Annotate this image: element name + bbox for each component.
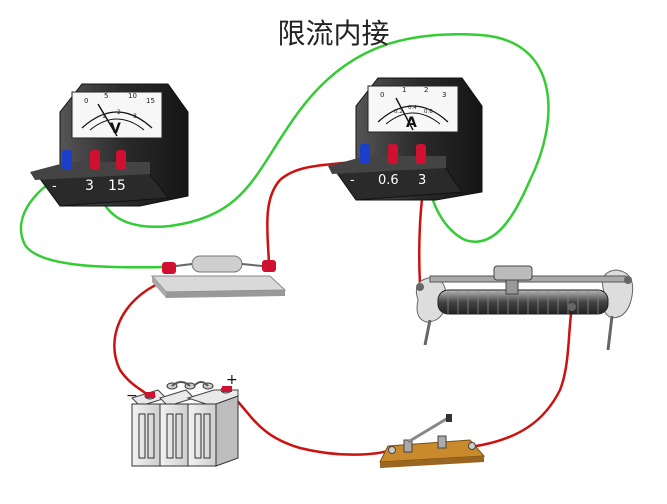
voltmeter-scale-top-3: 15 xyxy=(146,97,155,105)
voltmeter-scale-top-2: 10 xyxy=(128,92,137,100)
ammeter-needle xyxy=(395,97,414,131)
battery: − + xyxy=(126,372,239,467)
voltmeter-terminal-15[interactable] xyxy=(116,150,126,170)
rheostat-slider[interactable] xyxy=(493,265,533,281)
voltmeter-scale-bottom-2: 3 xyxy=(133,113,137,120)
voltmeter-needle xyxy=(97,103,118,137)
battery-terminal-positive[interactable] xyxy=(222,386,232,392)
switch-blade[interactable] xyxy=(407,416,449,444)
switch-terminal-right[interactable] xyxy=(468,442,476,450)
battery-positive-sign: + xyxy=(226,372,238,388)
switch-terminal-left[interactable] xyxy=(388,446,396,454)
resistor-terminal-left[interactable] xyxy=(162,262,176,274)
voltmeter-symbol: V xyxy=(110,121,121,137)
switch-handle[interactable] xyxy=(446,414,452,422)
ammeter-dial xyxy=(367,85,459,133)
ammeter-terminal-negative[interactable] xyxy=(360,144,370,164)
voltmeter: 0 5 10 15 1 2 3 V - 3 15 xyxy=(30,83,189,207)
wire-red-switch-to-rheostat xyxy=(469,306,574,449)
ammeter-scale-bottom-2: 0.6 xyxy=(424,109,433,115)
ammeter-scale-top-3: 3 xyxy=(442,91,446,99)
ammeter-terminal-3[interactable] xyxy=(416,144,426,164)
voltmeter-scale-bottom-1: 2 xyxy=(117,109,121,116)
voltmeter-scale-bottom-0: 1 xyxy=(102,113,106,120)
wire-red-resistor-to-battery xyxy=(113,280,163,399)
battery-terminal-negative[interactable] xyxy=(145,392,155,398)
rheostat-terminal-b[interactable] xyxy=(568,303,576,311)
diagram-title: 限流内接 xyxy=(277,17,390,50)
resistor-terminal-right[interactable] xyxy=(262,260,276,272)
ammeter-scale-top-0: 0 xyxy=(380,91,384,99)
ammeter-label-negative: - xyxy=(350,173,355,188)
battery-cell-3 xyxy=(186,389,239,467)
ammeter-scale-bottom-1: 0.4 xyxy=(408,105,417,111)
voltmeter-dial xyxy=(71,91,163,139)
voltmeter-label-3: 3 xyxy=(85,178,94,194)
rheostat xyxy=(415,265,634,351)
voltmeter-terminal-3[interactable] xyxy=(90,150,100,170)
ammeter-scale-bottom-0: 0.2 xyxy=(394,109,403,115)
battery-cell-2 xyxy=(159,389,195,467)
ammeter-scale-top-1: 1 xyxy=(402,86,406,94)
wire-red-battery-to-switch xyxy=(227,391,393,456)
voltmeter-label-negative: - xyxy=(52,179,57,194)
ammeter-scale-top-2: 2 xyxy=(424,86,428,94)
wire-green-voltmeter-to-resistor xyxy=(19,170,167,269)
ammeter-label-0-6: 0.6 xyxy=(378,173,399,188)
voltmeter-scale-top-1: 5 xyxy=(104,92,108,100)
knife-switch xyxy=(379,414,486,468)
rheostat-terminal-a[interactable] xyxy=(416,283,424,291)
ammeter: 0 1 2 3 0.2 0.4 0.6 A - 0.6 3 xyxy=(328,77,483,201)
resistor xyxy=(150,255,287,298)
rheostat-terminal-c[interactable] xyxy=(624,276,632,284)
wire-green-voltmeter-to-ammeter xyxy=(97,33,550,243)
voltmeter-terminal-negative[interactable] xyxy=(62,150,72,170)
voltmeter-scale-top-0: 0 xyxy=(84,97,88,105)
ammeter-symbol: A xyxy=(406,115,417,131)
ammeter-terminal-0-6[interactable] xyxy=(388,144,398,164)
ammeter-label-3: 3 xyxy=(418,173,426,188)
rheostat-coil xyxy=(437,289,609,315)
resistor-cylinder xyxy=(191,255,243,273)
voltmeter-label-15: 15 xyxy=(108,178,126,194)
battery-negative-sign: − xyxy=(126,388,138,404)
